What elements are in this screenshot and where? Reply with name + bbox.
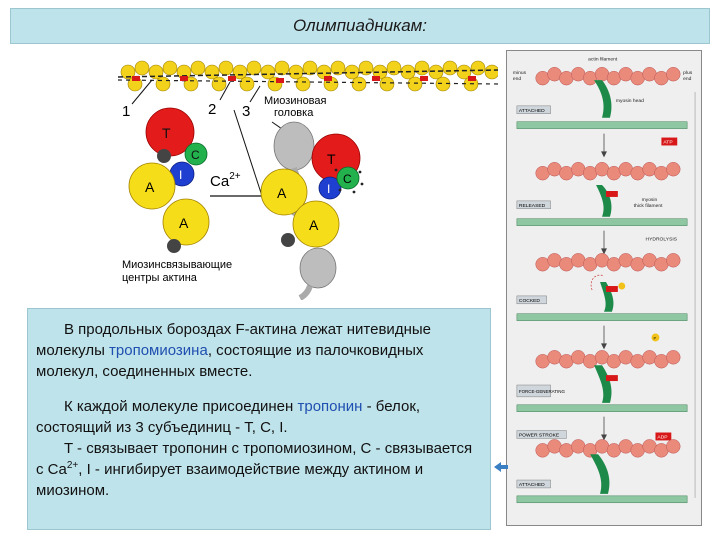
label-1: 1 (122, 103, 130, 120)
label-3: 3 (242, 103, 250, 120)
label-2: 2 (208, 101, 216, 118)
actin-a-label-3: A (277, 185, 287, 201)
myosin-thick-label-2: thick filament (634, 203, 663, 209)
actin-filament-label: actin filament (588, 56, 618, 62)
actin-a-label-4: A (309, 217, 319, 233)
page-title: Олимпиадникам: (292, 16, 428, 35)
binding-sites-label-line2: центры актина (122, 272, 198, 284)
hydrolysis-label: HYDROLYSIS (646, 236, 678, 242)
myosin-head-label-right: myosin head (616, 98, 644, 104)
stage-label-released: RELEASED (519, 203, 546, 209)
actin-a-label-1: A (145, 179, 155, 195)
minus-end-label-2: end (513, 76, 521, 82)
adp-badge: ADP (657, 434, 668, 440)
stage-label-attached-final: ATTACHED (519, 482, 545, 488)
binding-sites-label-line1: Миозинсвязывающие (122, 259, 232, 271)
calcium-label: Ca2+ (210, 171, 241, 190)
stage-attached: ATTACHED (516, 67, 688, 129)
stage-label-force-generating: FORCE-GENERATING (519, 389, 566, 394)
phosphate-badge: P (653, 335, 656, 340)
stage-cocked: COCKED (516, 253, 688, 321)
minus-end-label-1: minus (513, 70, 527, 76)
actin-a-label-2: A (179, 215, 189, 231)
direction-arrow-icon (494, 462, 508, 472)
term-troponin: тропонин (297, 398, 363, 415)
troponin-i-label: I (179, 168, 182, 182)
paragraph-tropomyosin: В продольных бороздах F-актина лежат нит… (36, 321, 431, 380)
stage-label-attached: ATTACHED (519, 108, 545, 114)
stage-attached-final: ATTACHED (516, 439, 688, 504)
stage-force-generating: FORCE-GENERATING (516, 350, 688, 412)
description-textbox: В продольных бороздах F-актина лежат нит… (27, 308, 491, 530)
troponin-t-label-2: T (327, 151, 336, 167)
atp-badge-1: ATP (663, 139, 673, 145)
plus-end-label-2: end (683, 76, 691, 82)
title-bar: Олимпиадникам: (10, 8, 710, 44)
troponin-t-label: T (162, 125, 171, 141)
stage-label-cocked: COCKED (519, 298, 541, 304)
stage-label-power-stroke: POWER STROKE (519, 432, 560, 438)
troponin-i-label-2: I (327, 182, 330, 196)
troponin-complex-diagram: 1 2 3 Миозиновая головка T C I A A Ca2+ … (118, 60, 498, 300)
troponin-c-label-2: C (343, 172, 352, 186)
troponin-complex-bound: T C I A A (128, 107, 210, 253)
plus-end-label-1: plus (683, 70, 693, 76)
term-tropomyosin: тропомиозина (109, 342, 208, 359)
myosin-head-label-line1: Миозиновая (264, 95, 327, 107)
stage-released: RELEASED (516, 162, 688, 226)
myosin-head-label-line2: головка (274, 107, 314, 119)
myosin-thick-label-1: myosin (642, 197, 658, 203)
paragraph-subunits: T - связывает тропонин с тропомиозином, … (36, 440, 473, 499)
troponin-complex-released: T I C A A (260, 121, 364, 300)
paragraph-troponin: К каждой молекуле присоединен тропонин -… (36, 398, 421, 436)
crossbridge-cycle-diagram: actin filament minus end plus end myosin… (506, 50, 702, 526)
calcium-arrow: Ca2+ (210, 109, 299, 200)
troponin-c-label: C (191, 148, 200, 162)
actin-filament (118, 60, 498, 92)
